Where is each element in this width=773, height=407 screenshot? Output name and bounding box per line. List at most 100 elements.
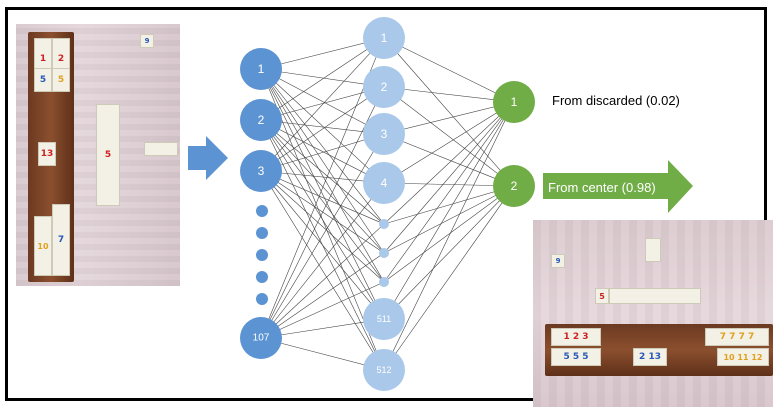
rack-photo-right: 9 5 1 2 3 7 7 7 7 5 5 5 2 13 10 11 12 xyxy=(533,220,773,407)
ellipsis-dot xyxy=(379,277,389,287)
connection-line xyxy=(260,119,385,254)
connection-line xyxy=(260,68,385,225)
hidden-node-label: 1 xyxy=(381,31,388,45)
connection-line xyxy=(383,101,515,371)
input-node xyxy=(240,317,282,359)
connection-line xyxy=(260,68,385,283)
connection-line xyxy=(260,170,385,320)
connection-line xyxy=(260,170,385,283)
output-node xyxy=(493,81,535,123)
tile: 5 xyxy=(34,68,52,92)
connection-line xyxy=(383,86,515,187)
tile: 10 xyxy=(34,216,52,276)
input-node xyxy=(240,99,282,141)
ellipsis-dot xyxy=(256,205,268,217)
connection-line xyxy=(260,119,385,184)
hidden-node xyxy=(363,66,405,108)
tile: 7 xyxy=(52,204,70,276)
connection-line xyxy=(383,185,515,320)
hidden-node xyxy=(363,113,405,155)
input-arrow xyxy=(188,136,228,180)
tile: 9 xyxy=(551,254,565,268)
connection-line xyxy=(383,37,515,187)
output-arrow xyxy=(543,160,693,213)
connection-line xyxy=(260,182,385,339)
hidden-node xyxy=(363,17,405,59)
connection-line xyxy=(260,119,385,283)
connection-line xyxy=(260,68,385,320)
input-node-label: 107 xyxy=(253,333,270,344)
tile-stack xyxy=(645,238,661,262)
tile: 5 xyxy=(595,288,609,304)
hidden-node-label: 2 xyxy=(381,80,388,94)
connection-line xyxy=(383,185,515,283)
connection-line xyxy=(260,133,385,339)
ellipsis-dot xyxy=(256,249,268,261)
connection-lines xyxy=(260,37,515,371)
input-node-label: 2 xyxy=(258,113,265,127)
connection-line xyxy=(260,252,385,339)
rack-photo-left: 1 2 5 5 13 10 7 5 9 xyxy=(16,24,180,286)
connection-line xyxy=(383,101,515,135)
connection-line xyxy=(383,86,515,103)
tile-stack xyxy=(144,142,178,156)
connection-line xyxy=(260,68,385,184)
input-node xyxy=(240,48,282,90)
ellipsis-dot xyxy=(379,219,389,229)
tile-group: 5 5 5 xyxy=(551,348,601,366)
tile-group: 10 11 12 xyxy=(717,348,769,366)
hidden-node-label: 3 xyxy=(381,127,388,141)
connection-line xyxy=(260,68,385,135)
connection-line xyxy=(260,86,385,172)
connection-line xyxy=(383,182,515,187)
tile-group: 2 13 xyxy=(633,348,667,366)
tile-group: 1 2 3 xyxy=(551,328,601,346)
hidden-node-label: 512 xyxy=(376,365,391,375)
connection-line xyxy=(260,37,385,172)
tile: 9 xyxy=(140,34,154,48)
connection-line xyxy=(260,223,385,339)
connection-line xyxy=(383,101,515,184)
hidden-node xyxy=(363,298,405,340)
connection-line xyxy=(383,101,515,254)
connection-line xyxy=(383,185,515,371)
tile-column: 5 xyxy=(96,104,120,206)
hidden-node-label: 511 xyxy=(377,314,391,324)
connection-line xyxy=(260,170,385,225)
connection-line xyxy=(383,185,515,225)
connection-line xyxy=(383,133,515,187)
connection-line xyxy=(260,68,385,254)
connection-line xyxy=(260,37,385,70)
output-label-discarded: From discarded (0.02) xyxy=(552,93,680,108)
connection-line xyxy=(260,281,385,339)
input-node xyxy=(240,150,282,192)
hidden-node xyxy=(363,349,405,391)
output-node-label: 2 xyxy=(511,179,518,193)
ellipsis-dot xyxy=(256,227,268,239)
input-node-label: 1 xyxy=(258,62,265,76)
connection-line xyxy=(260,170,385,371)
connection-line xyxy=(260,86,385,339)
connection-line xyxy=(260,37,385,121)
output-node xyxy=(493,165,535,207)
ellipsis-dot xyxy=(256,293,268,305)
connection-line xyxy=(383,101,515,283)
hidden-node xyxy=(363,162,405,204)
connection-line xyxy=(383,101,515,320)
connection-line xyxy=(260,119,385,225)
tile-row xyxy=(609,288,701,304)
connection-line xyxy=(383,37,515,103)
tile: 5 xyxy=(52,68,70,92)
connection-line xyxy=(260,86,385,121)
hidden-node-label: 4 xyxy=(381,176,388,190)
ellipsis-dot xyxy=(379,248,389,258)
connection-line xyxy=(383,185,515,254)
connection-line xyxy=(260,119,385,320)
input-node-label: 3 xyxy=(258,164,265,178)
tile-group: 7 7 7 7 xyxy=(705,328,769,346)
tile: 13 xyxy=(38,142,56,166)
connection-line xyxy=(260,337,385,371)
connection-line xyxy=(383,101,515,225)
output-label-center: From center (0.98) xyxy=(548,180,656,195)
